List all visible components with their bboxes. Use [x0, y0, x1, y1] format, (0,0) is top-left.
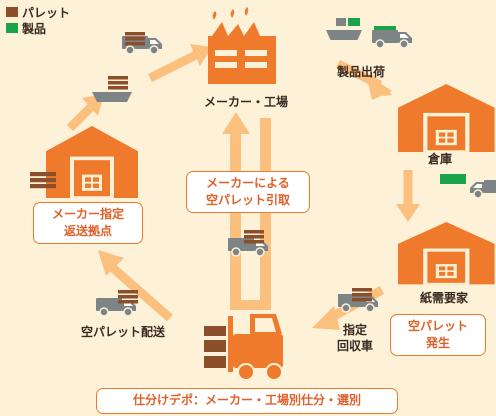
warehouse-icon [398, 84, 495, 152]
legend: パレット 製品 [6, 4, 70, 36]
forklift-icon [204, 314, 283, 381]
product-shipping-label: 製品出荷 [336, 65, 385, 79]
pickup-line1: メーカーによる [206, 176, 290, 190]
ship-with-products-icon [326, 18, 362, 40]
truck-products-to-demand-icon [440, 174, 496, 199]
sorting-depot-box: 仕分けデポ：メーカー・工場別仕分・選別 [96, 388, 398, 414]
occurrence-line2: 発生 [425, 336, 450, 350]
paper-demand-building-icon [398, 222, 495, 285]
warehouse-label: 倉庫 [427, 152, 452, 166]
flow-arrow-factory-to-warehouse [335, 59, 392, 100]
occurrence-line1: 空パレット [407, 319, 468, 333]
truck-products-shipping-icon [371, 26, 413, 49]
designated-line2: 回収車 [336, 339, 373, 353]
pallet-swatch [6, 7, 18, 17]
flow-arrow-ship-to-factory [147, 44, 212, 83]
legend-pallet-label: パレット [22, 5, 71, 20]
factory-icon [208, 7, 276, 84]
pickup-line2: 空パレット引取 [205, 193, 290, 207]
truck-pallets-to-factory-icon [121, 32, 163, 55]
paper-demand-label: 紙需要家 [419, 291, 468, 305]
legend-item-product: 製品 [6, 20, 70, 36]
empty-pallet-occurrence-box: 空パレット 発生 [390, 314, 486, 356]
flow-arrow-depot-to-return [98, 250, 173, 322]
ship-with-pallets-icon [92, 76, 132, 102]
empty-pallet-delivery-label: 空パレット配送 [80, 325, 165, 339]
factory-label: メーカー・工場 [203, 95, 288, 109]
legend-item-pallet: パレット [6, 4, 70, 20]
designated-collection-label: 指定 回収車 [330, 322, 380, 354]
flow-arrow-warehouse-to-demand [396, 170, 420, 222]
legend-product-label: 製品 [22, 21, 47, 36]
return-point-line1: メーカー指定 [51, 207, 124, 221]
return-point-warehouse-icon [30, 126, 138, 198]
product-swatch [6, 23, 18, 33]
truck-empty-pallet-delivery-icon [95, 290, 138, 317]
designated-line1: 指定 [342, 323, 367, 337]
pickup-box: メーカーによる 空パレット引取 [186, 171, 310, 213]
return-point-box: メーカー指定 返送拠点 [33, 202, 143, 244]
return-point-line2: 返送拠点 [63, 224, 112, 238]
